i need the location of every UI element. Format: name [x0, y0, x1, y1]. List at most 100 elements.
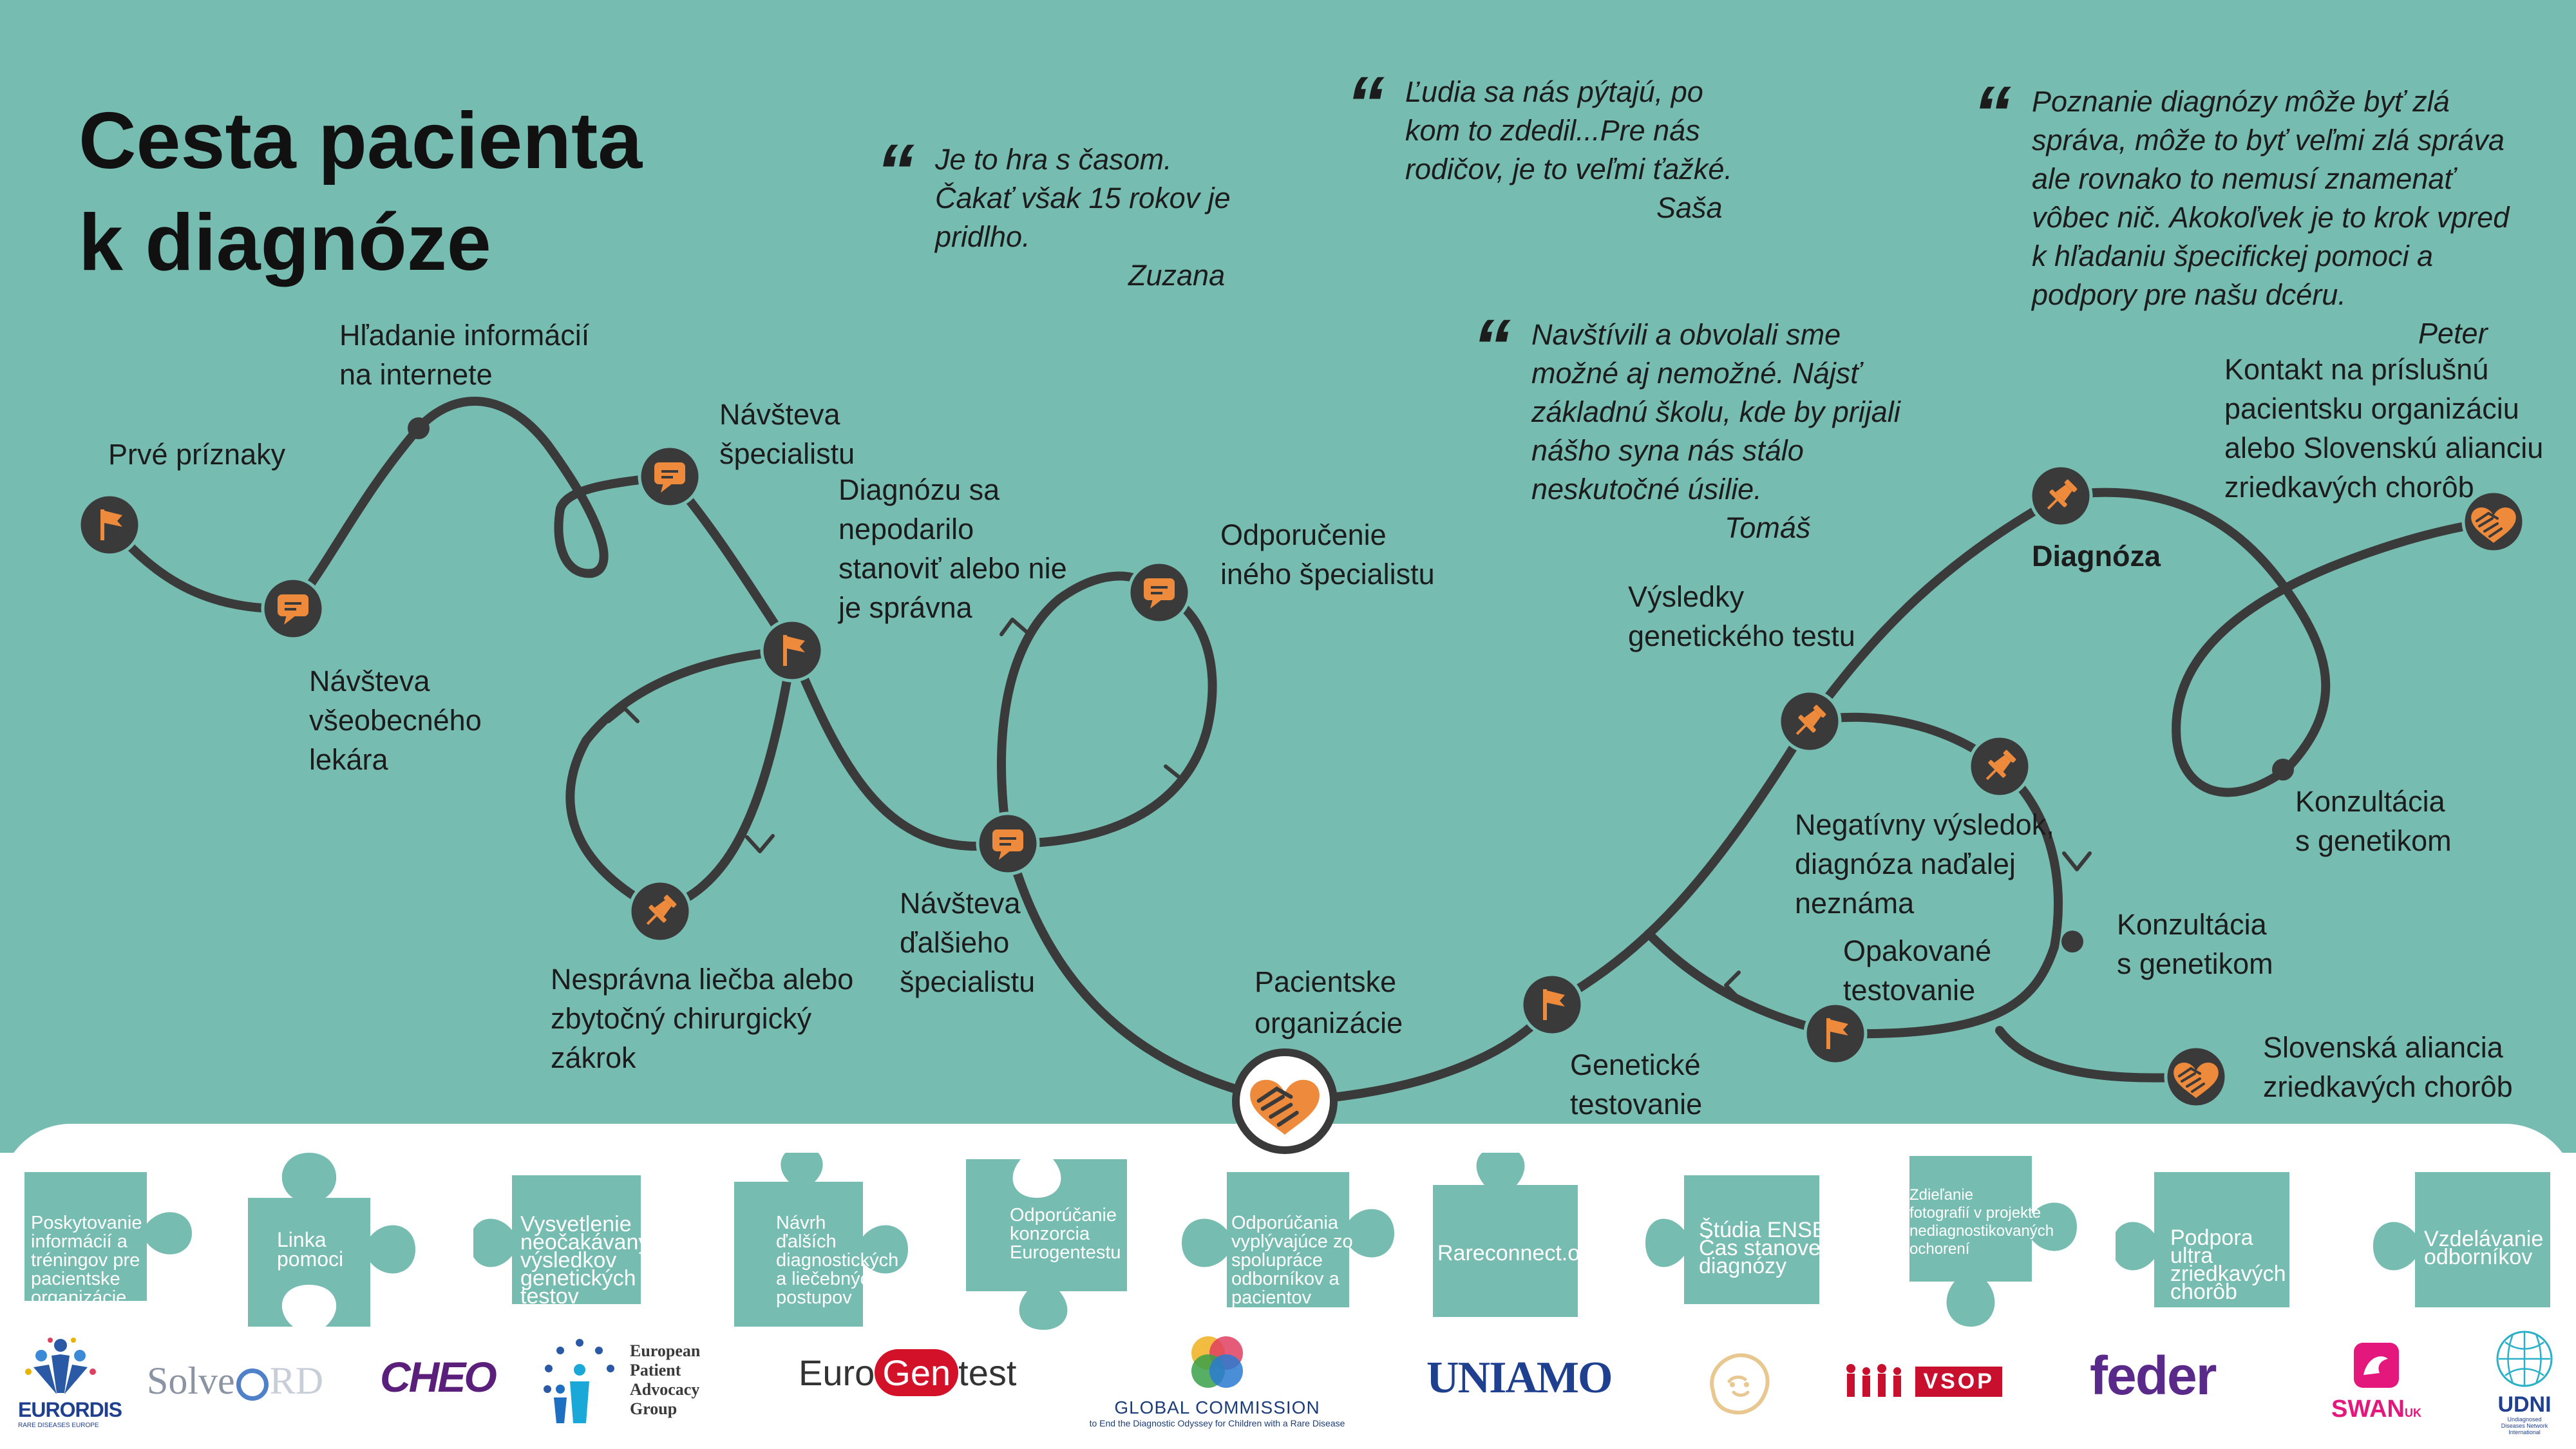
- label-genetic-testing: Genetické testovanie: [1570, 1048, 1703, 1121]
- quote-author: Tomáš: [1725, 511, 1811, 544]
- eurogentest-part3: test: [958, 1352, 1017, 1393]
- quote-sasa: “ Ľudia sa nás pýtajú, po kom to zdedil.…: [1346, 65, 1766, 227]
- quote-text: Je to hra s časom. Čakať však 15 rokov j…: [935, 143, 1231, 253]
- epag-logo: European Patient Advocacy Group: [541, 1336, 715, 1433]
- node-genetic-testing: [1520, 972, 1584, 1037]
- label-genetic-consult-1: Konzultácia s genetikom: [2117, 908, 2273, 980]
- puzzle-piece: [1909, 1156, 2077, 1327]
- quote-text: Poznanie diagnózy môže byť zlá správa, m…: [2032, 85, 2510, 311]
- eurogentest-part1: Euro: [799, 1352, 875, 1393]
- puzzle-text: Štúdia ENSERIO Čas stanovenia diagnózy: [1699, 1218, 1866, 1278]
- lion-icon: [1710, 1353, 1770, 1415]
- quote-tomas: “ Navštívili a obvolali sme možné aj nem…: [1472, 308, 1931, 547]
- quote-zuzana: “ Je to hra s časom. Čakať však 15 rokov…: [876, 133, 1244, 295]
- puzzle-text: Odporúčanie konzorcia Eurogentestu: [1010, 1205, 1121, 1263]
- puzzle-piece: [2116, 1172, 2289, 1307]
- swan-logo: SWANUK: [2325, 1340, 2428, 1423]
- puzzle-text: Rareconnect.org: [1437, 1241, 1600, 1265]
- eurogentest-part2: Gen: [875, 1349, 959, 1396]
- udni-tagline: Undiagnosed Diseases Network Internation…: [2501, 1416, 2548, 1435]
- puzzle-piece: [734, 1153, 908, 1327]
- teal-background: [0, 0, 2576, 1153]
- vsop-logo: VSOP: [1842, 1362, 2002, 1401]
- swan-name: SWAN: [2331, 1396, 2405, 1423]
- node-no-diagnosis: [760, 618, 824, 683]
- global-commission-tagline: to End the Diagnostic Odyssey for Childr…: [1089, 1418, 1345, 1428]
- node-genetic-consult-2: [2272, 759, 2294, 781]
- puzzle-piece: [248, 1153, 415, 1327]
- label-contact-organisation: Kontakt na príslušnú pacientsku organizá…: [2224, 353, 2544, 504]
- label-negative-result: Negatívny výsledok, diagnóza naďalej nez…: [1795, 808, 2054, 920]
- label-wrong-treatment: Nesprávna liečba alebo zbytočný chirurgi…: [551, 963, 854, 1074]
- puzzle-text: Návrh ďalších diagnostických a liečebnýc…: [776, 1213, 899, 1308]
- label-diagnosis: Diagnóza: [2032, 540, 2161, 573]
- puzzle-piece: [966, 1159, 1127, 1330]
- puzzle-piece: [1645, 1175, 1819, 1304]
- vsop-name: VSOP: [1915, 1366, 2002, 1397]
- label-genetic-results: Výsledky genetického testu: [1628, 580, 1855, 652]
- label-gp-visit: Návšteva všeobecného lekára: [309, 665, 482, 776]
- node-genetic-consult-1: [2061, 931, 2083, 952]
- puzzle-text: Podpora ultra zriedkavých chorôb: [2170, 1226, 2286, 1304]
- quote-author: Saša: [1656, 191, 1723, 224]
- label-patient-organisations: Pacientske organizácie: [1255, 965, 1403, 1039]
- eurordis-tagline: RARE DISEASES EUROPE: [18, 1422, 99, 1429]
- node-first-symptoms: [77, 493, 142, 557]
- global-commission-name: GLOBAL COMMISSION: [1114, 1397, 1320, 1417]
- label-referral: Odporučenie iného špecialistu: [1220, 518, 1435, 591]
- solverd-part1: Solve: [147, 1359, 235, 1402]
- quote-peter: “ Poznanie diagnózy môže byť zlá správa,…: [1973, 75, 2553, 353]
- puzzle-text: Zdieľanie fotografií v projekte nediagno…: [1909, 1186, 2054, 1258]
- label-genetic-consult-2: Konzultácia s genetikom: [2295, 785, 2452, 857]
- eurordis-name: EURORDIS: [18, 1398, 122, 1421]
- puzzle-text: Vysvetlenie neočakávaných výsledkov gene…: [520, 1212, 673, 1309]
- udni-logo: UDNI Undiagnosed Diseases Network Intern…: [2483, 1328, 2566, 1435]
- udni-globe-icon: [2496, 1331, 2553, 1387]
- label-no-diagnosis: Diagnózu sa nepodarilo stanoviť alebo ni…: [838, 473, 1067, 624]
- puzzle-piece: [24, 1172, 192, 1301]
- solverd-magnifier-icon: [236, 1368, 269, 1401]
- swan-suffix: UK: [2405, 1406, 2421, 1419]
- label-first-symptoms: Prvé príznaky: [108, 438, 286, 471]
- puzzle-piece: [1182, 1172, 1394, 1307]
- epag-name: European Patient Advocacy Group: [630, 1341, 701, 1418]
- quote-text: Ľudia sa nás pýtajú, po kom to zdedil...…: [1405, 75, 1732, 185]
- quote-author: Zuzana: [1128, 259, 1226, 292]
- label-internet-search: Hľadanie informácií na internete: [339, 319, 590, 391]
- quote-mark-icon: “: [1472, 303, 1511, 390]
- eurordis-figures-icon: [25, 1338, 96, 1394]
- swan-bird-icon: [2354, 1343, 2399, 1388]
- feder-logo: feder: [2090, 1345, 2217, 1406]
- global-commission-circles-icon: [1191, 1336, 1243, 1388]
- uniamo-logo: UNIAMO: [1426, 1353, 1613, 1403]
- quote-mark-icon: “: [876, 128, 914, 214]
- puzzle-text: Odporúčania vyplývajúce zo spolupráce od…: [1231, 1213, 1353, 1308]
- cheo-logo: CHEO: [380, 1353, 497, 1401]
- node-repeat-testing: [1803, 1001, 1868, 1066]
- udni-name: UDNI: [2497, 1392, 2552, 1417]
- puzzle-piece: [473, 1175, 641, 1304]
- puzzle-text: Poskytovanie informácií a tréningov pre …: [31, 1213, 142, 1308]
- lion-logo: [1700, 1346, 1777, 1426]
- quote-mark-icon: “: [1346, 61, 1385, 147]
- quote-author: Peter: [2418, 317, 2488, 350]
- node-internet-search: [408, 417, 430, 439]
- puzzle-piece: [1433, 1153, 1578, 1317]
- label-slovak-alliance: Slovenská aliancia zriedkavých chorôb: [2263, 1031, 2513, 1103]
- label-specialist-visit: Návšteva špecialistu: [719, 398, 855, 470]
- label-another-specialist: Návšteva ďalšieho špecialistu: [900, 887, 1036, 998]
- eurordis-logo: EURORDIS RARE DISEASES EUROPE: [18, 1336, 122, 1433]
- direction-arrows: [607, 618, 2092, 1000]
- epag-stars-icon: [544, 1339, 614, 1423]
- puzzle-text: Linka pomoci: [277, 1228, 344, 1271]
- quote-text: Navštívili a obvolali sme možné aj nemož…: [1531, 318, 1900, 506]
- quote-mark-icon: “: [1973, 70, 2011, 156]
- vsop-people-icon: [1846, 1364, 1901, 1397]
- page-title: Cesta pacienta k diagnóze: [79, 97, 643, 287]
- label-repeat-testing: Opakované testovanie: [1843, 934, 1992, 1007]
- route-nodes: [77, 417, 2526, 1154]
- solverd-part2: RD: [269, 1359, 324, 1402]
